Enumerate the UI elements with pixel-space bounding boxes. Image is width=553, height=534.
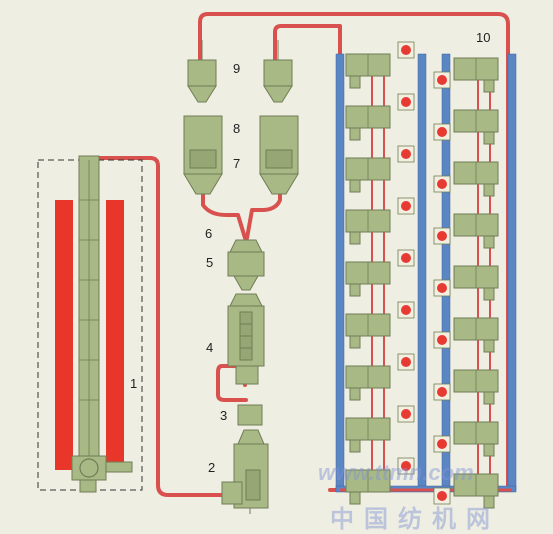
indicator-left-8 xyxy=(401,409,411,419)
unit-1-tower xyxy=(37,155,143,493)
label-8: 8 xyxy=(233,121,240,136)
indicator-left-1 xyxy=(401,45,411,55)
spin-block-right-2 xyxy=(453,109,499,145)
spin-block-left-8 xyxy=(345,417,391,453)
label-9: 9 xyxy=(233,61,240,76)
watermark-chinese: 中国纺机网 xyxy=(330,505,500,533)
unit-8-7-vessels xyxy=(183,115,299,195)
spin-block-right-6 xyxy=(453,317,499,353)
label-1: 1 xyxy=(130,376,137,391)
label-2: 2 xyxy=(208,460,215,475)
spin-block-right-5 xyxy=(453,265,499,301)
unit-5 xyxy=(227,239,265,307)
spin-block-left-6 xyxy=(345,313,391,349)
spin-block-right-1 xyxy=(453,57,499,93)
indicator-right-6 xyxy=(437,335,447,345)
indicator-right-1 xyxy=(437,75,447,85)
indicator-right-8 xyxy=(437,439,447,449)
indicator-left-6 xyxy=(401,305,411,315)
label-4: 4 xyxy=(206,340,213,355)
indicator-left-7 xyxy=(401,357,411,367)
unit-9-hoppers xyxy=(187,40,293,103)
spin-block-right-9 xyxy=(453,473,499,509)
spin-block-left-4 xyxy=(345,209,391,245)
label-3: 3 xyxy=(220,408,227,423)
indicator-right-4 xyxy=(437,231,447,241)
label-7: 7 xyxy=(233,156,240,171)
callout-labels: 1 2 3 4 5 6 7 8 9 10 xyxy=(130,30,490,475)
spin-block-left-5 xyxy=(345,261,391,297)
spin-block-right-3 xyxy=(453,161,499,197)
unit-2 xyxy=(221,429,269,514)
indicator-left-2 xyxy=(401,97,411,107)
indicator-right-3 xyxy=(437,179,447,189)
watermark: www.ttmn.com 中国纺机网 xyxy=(318,460,500,533)
spin-block-left-9 xyxy=(345,469,391,505)
indicator-right-9 xyxy=(437,491,447,501)
spin-block-left-7 xyxy=(345,365,391,401)
spin-block-right-4 xyxy=(453,213,499,249)
indicator-left-3 xyxy=(401,149,411,159)
unit-4 xyxy=(227,305,265,385)
heater-left xyxy=(55,200,73,470)
indicator-right-5 xyxy=(437,283,447,293)
tower-wheel xyxy=(79,458,99,478)
label-10: 10 xyxy=(476,30,490,45)
spin-block-right-8 xyxy=(453,421,499,457)
watermark-url: www.ttmn.com xyxy=(318,460,474,485)
spin-block-left-1 xyxy=(345,53,391,89)
label-6: 6 xyxy=(205,226,212,241)
unit-3 xyxy=(237,404,263,426)
spin-block-left-3 xyxy=(345,157,391,193)
pipe-network xyxy=(88,12,510,497)
indicator-left-9 xyxy=(401,461,411,471)
heater-right xyxy=(106,200,124,470)
spin-block-left-2 xyxy=(345,105,391,141)
indicator-left-4 xyxy=(401,201,411,211)
indicator-left-5 xyxy=(401,253,411,263)
indicator-right-2 xyxy=(437,127,447,137)
spinning-bank xyxy=(335,41,517,509)
spin-block-right-7 xyxy=(453,369,499,405)
indicator-right-7 xyxy=(437,387,447,397)
label-5: 5 xyxy=(206,255,213,270)
